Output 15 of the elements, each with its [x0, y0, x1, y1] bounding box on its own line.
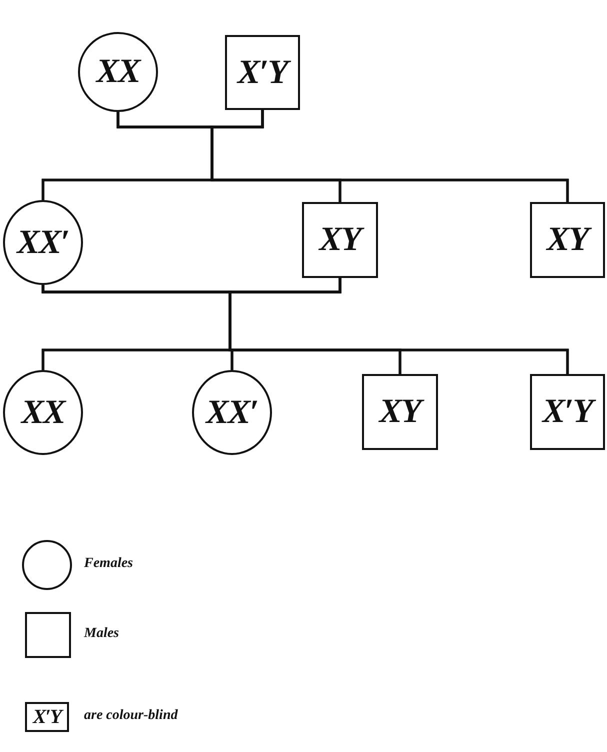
genotype-text: XX [96, 53, 140, 91]
legend-text: Females [84, 556, 133, 572]
pedigree-line [228, 278, 569, 374]
genotype-text: XX′ [17, 224, 69, 262]
male-square [225, 35, 300, 110]
male-square [302, 202, 378, 278]
legend-text: Males [84, 626, 119, 642]
legend-text: are colour-blind [84, 708, 178, 724]
male-square [530, 374, 605, 450]
male-square [362, 374, 438, 450]
pedigree-line [210, 110, 569, 202]
genotype-text: XX′ [206, 394, 258, 432]
genotype-text: XX [21, 394, 65, 432]
genotype-text: X′Y [32, 706, 62, 728]
male-square [530, 202, 605, 278]
